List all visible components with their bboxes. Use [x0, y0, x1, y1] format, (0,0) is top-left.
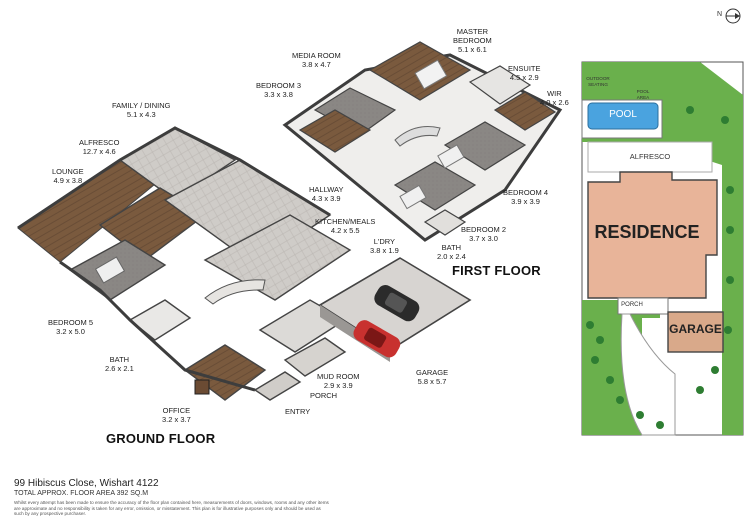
ground-floor-plan [17, 126, 472, 401]
outdoor-seating-label: OUTDOOR SEATING [586, 76, 610, 87]
north-label: N [717, 11, 723, 18]
room-label-porch-ground: PORCH [310, 391, 338, 400]
residence-label: RESIDENCE [594, 222, 700, 242]
disclaimer-text: Whilst every attempt has been made to en… [14, 500, 329, 517]
alfresco-site-label: ALFRESCO [629, 152, 671, 161]
total-floor-area: TOTAL APPROX. FLOOR AREA 392 SQ.M [14, 490, 149, 497]
garage-site-label: GARAGE [669, 322, 722, 336]
porch-site-label: PORCH [621, 302, 643, 308]
first-floor-plan [282, 41, 563, 242]
pool-label: POOL [609, 109, 637, 120]
site-plan [581, 8, 744, 436]
first-floor-title: FIRST FLOOR [452, 263, 541, 278]
room-label-entry: ENTRY [285, 407, 311, 416]
pool-area-label: POOL AREA [636, 89, 650, 100]
ground-floor-title: GROUND FLOOR [106, 431, 216, 446]
property-address: 99 Hibiscus Close, Wishart 4122 [14, 478, 159, 489]
footer: 99 Hibiscus Close, Wishart 4122 TOTAL AP… [14, 478, 344, 517]
